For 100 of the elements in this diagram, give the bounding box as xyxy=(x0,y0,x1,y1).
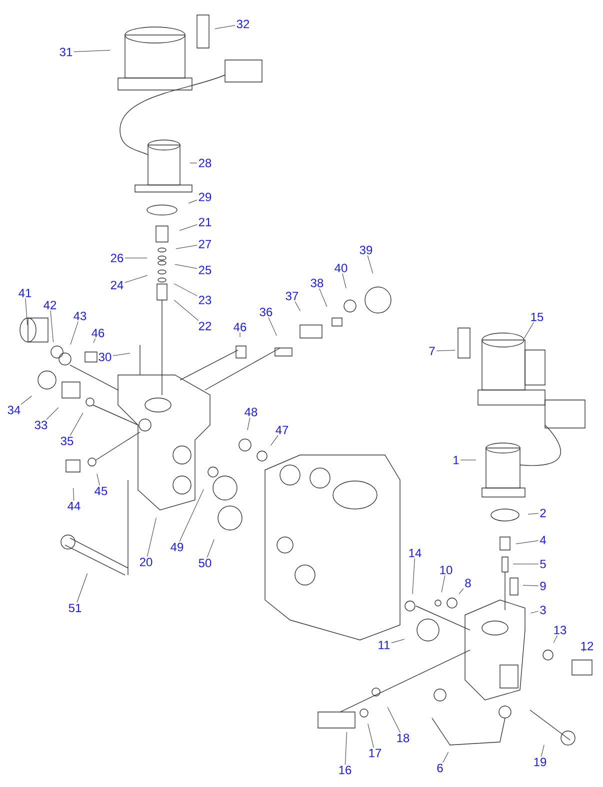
callout-number: 36 xyxy=(260,308,272,316)
callout-number: 31 xyxy=(60,48,72,56)
leader-line xyxy=(46,407,59,420)
callout-number: 24 xyxy=(110,280,124,290)
callout-number: 32 xyxy=(236,20,250,28)
leader-line xyxy=(387,706,400,733)
callout-number: 41 xyxy=(18,288,32,298)
callout-number: 7 xyxy=(429,346,435,356)
callout-number: 19 xyxy=(534,758,546,766)
callout-number: 16 xyxy=(339,766,352,774)
leader-line xyxy=(247,417,250,430)
leader-line xyxy=(190,162,198,164)
leader-line xyxy=(541,744,544,757)
callout-number: 27 xyxy=(198,240,212,248)
leader-line xyxy=(74,50,110,52)
leader-line xyxy=(93,338,96,344)
callout-number: 13 xyxy=(554,626,566,634)
leader-line xyxy=(147,518,156,557)
callout-number: 11 xyxy=(378,640,390,650)
callout-number: 22 xyxy=(198,322,212,330)
callout-number: 42 xyxy=(44,300,56,310)
leader-line xyxy=(530,610,539,614)
leader-line xyxy=(174,283,198,296)
leader-line xyxy=(391,638,405,644)
leader-line xyxy=(412,558,415,594)
leader-line xyxy=(294,301,300,312)
callout-number: 28 xyxy=(198,158,212,168)
leader-line xyxy=(112,352,130,356)
leader-line xyxy=(441,575,446,592)
leader-line xyxy=(553,635,558,644)
callout-number: 18 xyxy=(397,734,410,742)
callout-number: 14 xyxy=(409,548,422,558)
leader-line xyxy=(76,573,88,603)
callout-number: 51 xyxy=(68,604,82,612)
callout-number: 8 xyxy=(465,578,471,588)
callout-number: 49 xyxy=(170,542,184,552)
leader-line xyxy=(319,288,328,307)
leader-line xyxy=(458,588,464,594)
callout-number: 39 xyxy=(360,246,372,254)
callout-number: 47 xyxy=(276,426,288,434)
leader-line xyxy=(345,732,347,765)
leader-line xyxy=(70,321,78,345)
leader-line xyxy=(368,724,374,748)
callout-number: 45 xyxy=(94,486,108,496)
leader-line xyxy=(179,489,204,542)
callout-number: 2 xyxy=(540,508,546,518)
callout-number: 37 xyxy=(286,292,298,300)
leader-line xyxy=(582,649,585,652)
leader-line xyxy=(50,310,54,342)
leader-line xyxy=(522,585,539,586)
leader-line xyxy=(342,273,346,288)
callout-number: 23 xyxy=(198,296,212,304)
leader-line xyxy=(270,435,278,446)
callout-number: 10 xyxy=(440,566,452,574)
callout-number: 6 xyxy=(437,764,443,772)
leader-line xyxy=(20,396,32,405)
callout-number: 5 xyxy=(540,560,546,568)
leader-line xyxy=(96,474,100,486)
callout-number: 1 xyxy=(454,456,459,464)
callout-number: 15 xyxy=(531,312,544,322)
callout-number: 25 xyxy=(198,266,212,274)
leader-line xyxy=(176,245,198,249)
callout-number: 12 xyxy=(581,642,594,650)
callout-number: 46 xyxy=(92,328,104,338)
callout-number: 33 xyxy=(34,420,48,430)
callout-number: 4 xyxy=(540,536,546,544)
leader-line xyxy=(25,298,28,326)
leader-line xyxy=(268,317,277,336)
leader-line xyxy=(442,752,449,763)
leader-line xyxy=(188,200,198,204)
leader-line xyxy=(436,350,456,352)
callout-number: 35 xyxy=(60,436,74,446)
leader-line xyxy=(174,264,198,269)
callout-number: 20 xyxy=(140,558,152,566)
leader-line xyxy=(516,540,539,544)
leader-line xyxy=(179,224,198,231)
callout-number: 48 xyxy=(244,408,258,416)
callout-number: 21 xyxy=(198,218,212,226)
callout-number: 29 xyxy=(198,192,212,202)
leader-line xyxy=(367,255,374,274)
leader-line xyxy=(524,322,534,338)
callout-number: 40 xyxy=(334,264,348,272)
leader-line xyxy=(528,513,539,515)
callout-number: 50 xyxy=(198,558,212,568)
leader-line xyxy=(70,412,84,436)
leader-line xyxy=(214,25,236,29)
leader-line xyxy=(124,275,148,283)
callout-number: 38 xyxy=(310,278,324,288)
leader-line xyxy=(73,488,74,501)
callout-number: 9 xyxy=(540,582,546,590)
callout-number: 17 xyxy=(369,748,382,758)
callout-number: 46 xyxy=(234,322,246,332)
callout-number: 43 xyxy=(74,312,86,320)
callout-number: 44 xyxy=(68,502,80,510)
callout-number: 34 xyxy=(8,406,20,414)
callout-number: 26 xyxy=(110,254,124,262)
leader-line xyxy=(206,539,214,558)
callout-number: 3 xyxy=(540,606,546,614)
leader-line xyxy=(174,300,199,321)
callout-number: 30 xyxy=(98,352,112,362)
